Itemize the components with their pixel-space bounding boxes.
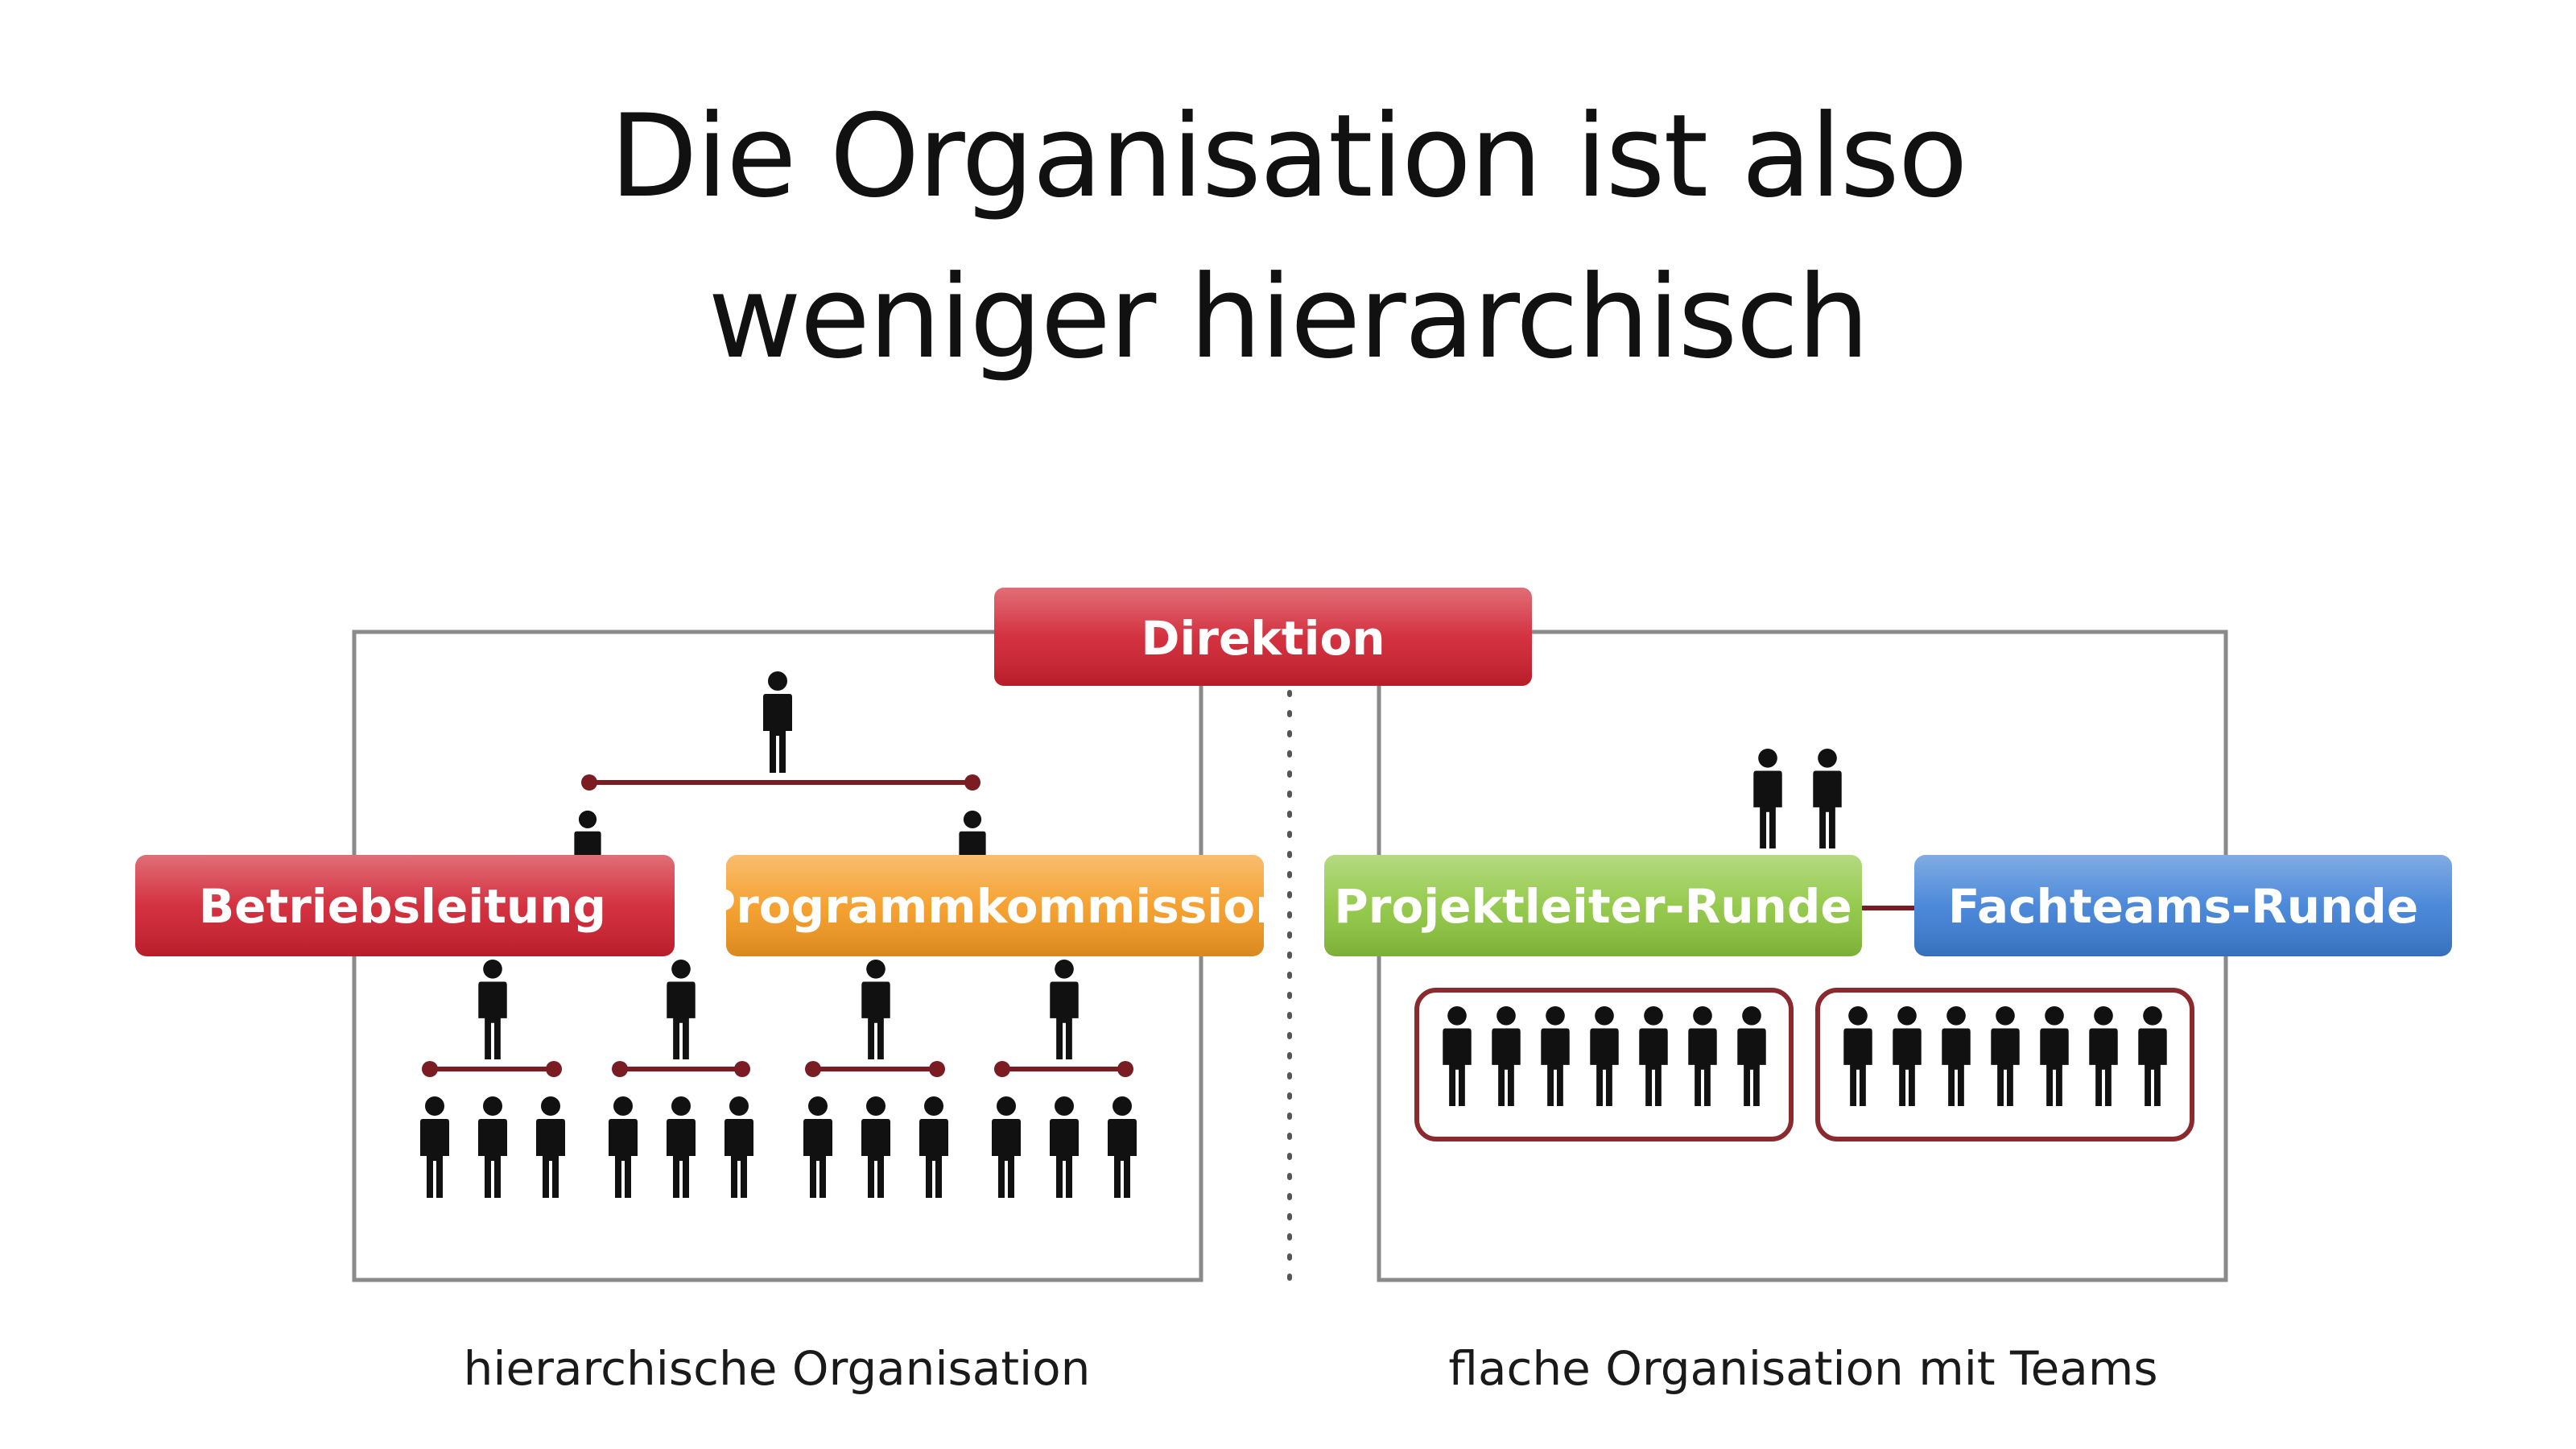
person-icon bbox=[724, 1096, 753, 1198]
person-icon bbox=[1590, 1005, 1619, 1107]
betriebsleitung-label: Betriebsleitung bbox=[199, 879, 606, 934]
programmkommission-label: Programmkommission bbox=[702, 879, 1289, 934]
title-line-2: weniger hierarchisch bbox=[708, 251, 1869, 384]
person-icon bbox=[1843, 1005, 1872, 1107]
person-icon bbox=[478, 1096, 507, 1198]
fachteams-runde-label: Fachteams-Runde bbox=[1948, 879, 2418, 934]
connector-dot bbox=[929, 1061, 945, 1077]
person-icon bbox=[2089, 1005, 2118, 1107]
connector-dot bbox=[422, 1061, 438, 1077]
right-panel-caption: flache Organisation mit Teams bbox=[1448, 1341, 2157, 1396]
person-icon bbox=[803, 1096, 832, 1198]
person-icon bbox=[1639, 1005, 1668, 1107]
projektleiter-runde-label: Projektleiter-Runde bbox=[1334, 879, 1852, 934]
betriebsleitung-box: Betriebsleitung bbox=[135, 855, 675, 956]
person-icon bbox=[2040, 1005, 2069, 1107]
projektleiter-runde-box: Projektleiter-Runde bbox=[1324, 855, 1862, 956]
direktion-label: Direktion bbox=[1141, 611, 1385, 666]
left-panel-caption: hierarchische Organisation bbox=[464, 1341, 1091, 1396]
connector-dot bbox=[546, 1061, 562, 1077]
connector-dot bbox=[805, 1061, 821, 1077]
person-icon bbox=[667, 1096, 696, 1198]
connector-dot bbox=[994, 1061, 1010, 1077]
person-icon bbox=[1541, 1005, 1570, 1107]
person-icon bbox=[1108, 1096, 1137, 1198]
person-icon bbox=[1942, 1005, 1971, 1107]
person-icon bbox=[1050, 959, 1079, 1060]
person-icon bbox=[1991, 1005, 2020, 1107]
person-icon bbox=[1443, 1005, 1472, 1107]
title-line-1: Die Organisation ist also bbox=[609, 90, 1967, 223]
person-icon bbox=[420, 1096, 449, 1198]
team-group-2 bbox=[1815, 988, 2194, 1141]
person-icon bbox=[1893, 1005, 1922, 1107]
person-icon bbox=[992, 1096, 1021, 1198]
direktion-box: Direktion bbox=[994, 588, 1532, 686]
person-icon bbox=[2138, 1005, 2167, 1107]
connector-dot bbox=[612, 1061, 628, 1077]
person-icon bbox=[609, 1096, 638, 1198]
person-icon bbox=[1050, 1096, 1079, 1198]
team-group-1 bbox=[1414, 988, 1794, 1141]
person-icon bbox=[861, 1096, 890, 1198]
connector-dot bbox=[964, 774, 980, 791]
person-icon bbox=[919, 1096, 948, 1198]
person-icon bbox=[1813, 748, 1842, 849]
person-icon bbox=[536, 1096, 565, 1198]
connector-dot bbox=[581, 774, 597, 791]
person-icon bbox=[667, 959, 696, 1060]
person-icon bbox=[1688, 1005, 1717, 1107]
fachteams-runde-box: Fachteams-Runde bbox=[1914, 855, 2452, 956]
person-icon bbox=[1737, 1005, 1766, 1107]
person-icon bbox=[1753, 748, 1782, 849]
person-icon bbox=[763, 671, 792, 773]
connector-dot bbox=[734, 1061, 750, 1077]
person-icon bbox=[861, 959, 890, 1060]
person-icon bbox=[478, 959, 507, 1060]
slide-title: Die Organisation ist also weniger hierar… bbox=[0, 76, 2576, 398]
connector-dot bbox=[1117, 1061, 1133, 1077]
programmkommission-box: Programmkommission bbox=[702, 855, 1289, 956]
hierarchy-connectors bbox=[422, 774, 1133, 1077]
people-layer bbox=[420, 671, 2167, 1198]
person-icon bbox=[1492, 1005, 1521, 1107]
